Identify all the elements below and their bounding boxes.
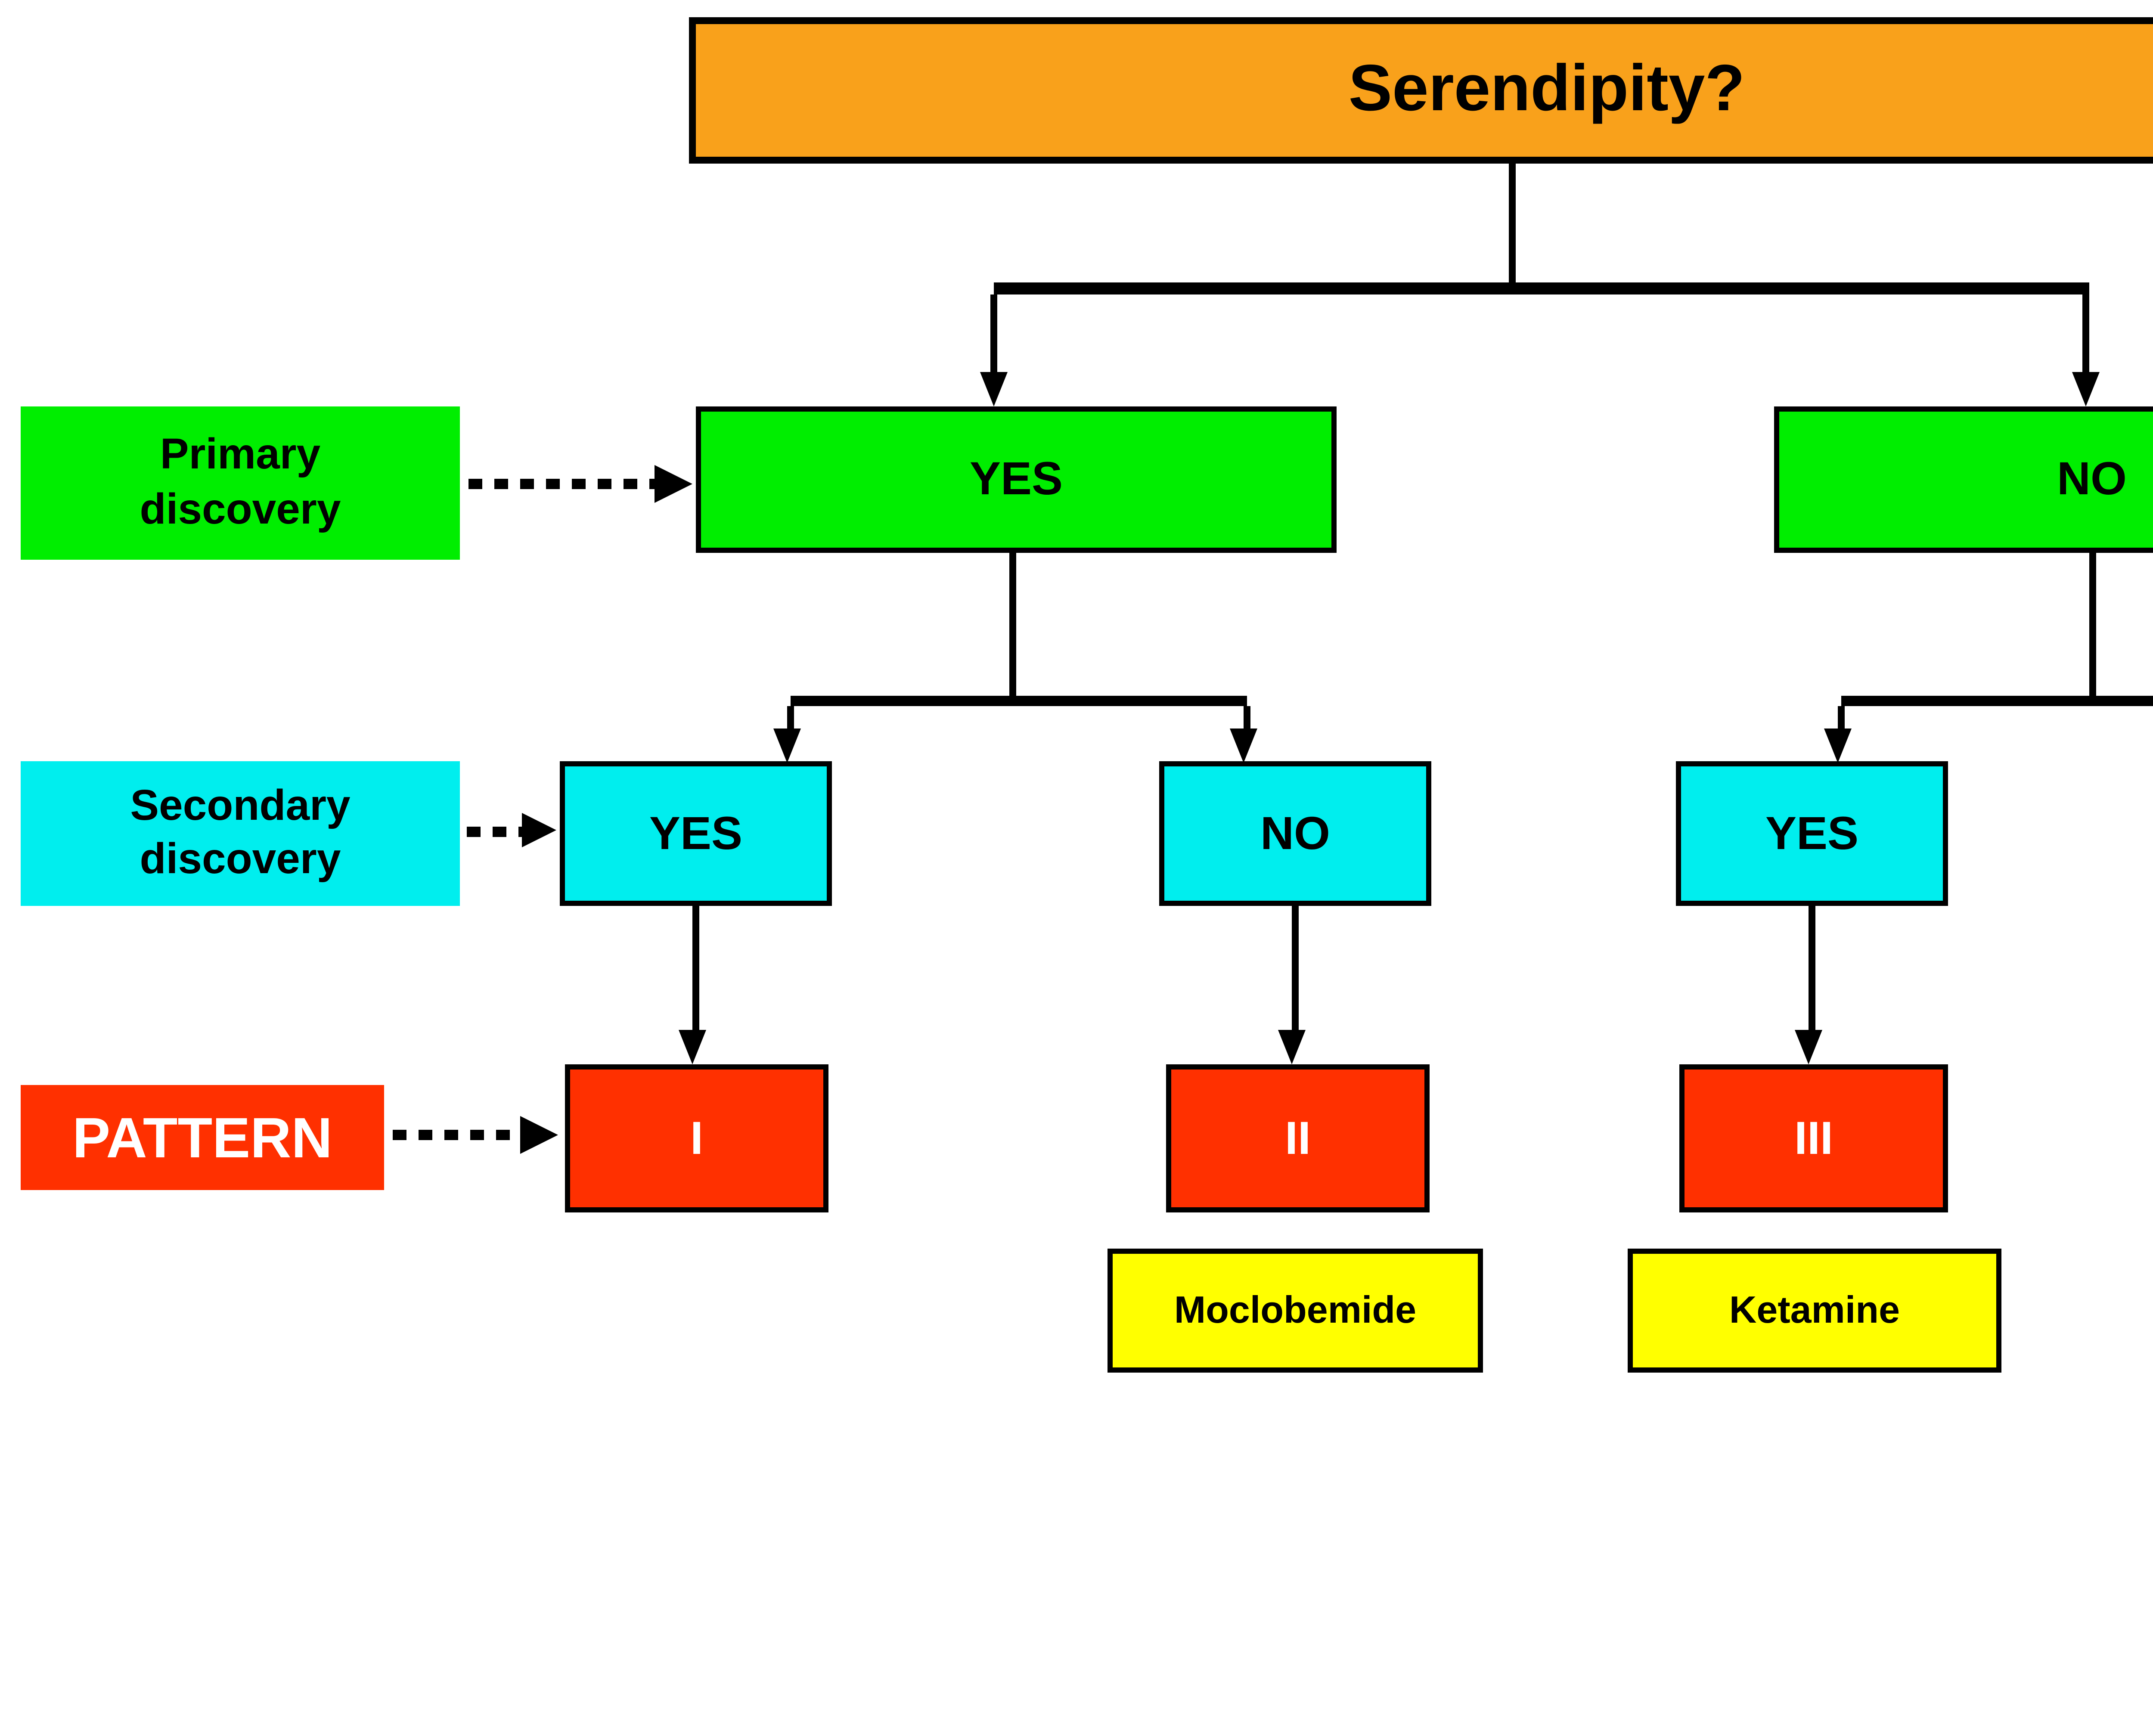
legend-primary-discovery-label: Primary discovery <box>140 431 341 533</box>
drug-box-ketamine: Ketamine <box>1628 1249 2001 1373</box>
arrowhead-to-pattern-iii <box>1795 1030 1822 1064</box>
drug-box-moclobemide: Moclobemide <box>1108 1249 1483 1373</box>
connector-level2-right-bar <box>1841 696 2153 706</box>
node-primary-no-label: NO <box>2057 453 2127 505</box>
arrowhead-to-secondary-yes-right <box>1824 728 1852 763</box>
connector-to-primary-yes <box>990 294 997 375</box>
node-pattern-ii-label: II <box>1284 1112 1311 1163</box>
node-secondary-no-left: NO <box>1159 761 1431 906</box>
legend-pattern-label: PATTERN <box>72 1105 332 1169</box>
node-pattern-iii: III <box>1679 1064 1948 1212</box>
arrowhead-to-primary-no <box>2072 372 2100 406</box>
legend-pattern: PATTERN <box>21 1085 384 1190</box>
connector-primary-yes-stem <box>1009 549 1016 699</box>
connector-to-secondary-yes-right <box>1838 706 1845 732</box>
arrowhead-to-pattern-ii <box>1278 1030 1306 1064</box>
arrowhead-pattern <box>520 1116 558 1154</box>
connector-to-secondary-no-left <box>1244 706 1250 732</box>
connector-to-secondary-yes-left <box>787 706 794 732</box>
node-pattern-iii-label: III <box>1794 1112 1833 1163</box>
node-pattern-i-label: I <box>690 1112 703 1163</box>
connector-primary-no-stem <box>2089 549 2096 699</box>
dotted-arrow-secondary-discovery <box>467 827 529 837</box>
connector-to-pattern-iii <box>1809 906 1815 1033</box>
arrowhead-to-pattern-i <box>679 1030 706 1064</box>
connector-level1-bar <box>994 282 2089 294</box>
node-primary-yes-label: YES <box>969 453 1063 505</box>
connector-root-stem <box>1509 164 1516 294</box>
arrowhead-to-primary-yes <box>980 372 1008 406</box>
connector-to-primary-no <box>2082 294 2089 375</box>
node-serendipity: Serendipity? <box>689 17 2153 164</box>
node-primary-yes: YES <box>696 406 1337 553</box>
node-secondary-yes-left: YES <box>560 761 832 906</box>
drug-box-ketamine-label: Ketamine <box>1729 1288 1900 1331</box>
node-serendipity-label: Serendipity? <box>1348 53 1745 126</box>
node-secondary-yes-left-label: YES <box>649 807 743 859</box>
legend-secondary-discovery: Secondary discovery <box>21 761 460 906</box>
node-primary-no: NO <box>1774 406 2153 553</box>
legend-primary-discovery: Primary discovery <box>21 406 460 560</box>
node-pattern-i: I <box>565 1064 828 1212</box>
node-pattern-ii: II <box>1166 1064 1430 1212</box>
node-secondary-yes-right-label: YES <box>1765 807 1859 859</box>
dotted-arrow-primary-discovery <box>468 479 655 489</box>
arrowhead-to-secondary-no-left <box>1230 728 1257 763</box>
connector-to-pattern-ii <box>1292 906 1299 1033</box>
node-secondary-yes-right: YES <box>1676 761 1948 906</box>
connector-level2-left-bar <box>791 696 1247 706</box>
arrowhead-to-secondary-yes-left <box>773 728 801 763</box>
legend-secondary-discovery-label: Secondary discovery <box>130 781 351 884</box>
node-secondary-no-left-label: NO <box>1260 807 1330 859</box>
connector-to-pattern-i <box>692 906 699 1033</box>
arrowhead-primary-discovery <box>655 465 692 503</box>
dotted-arrow-pattern <box>393 1130 524 1140</box>
arrowhead-secondary-discovery <box>522 813 556 847</box>
drug-box-moclobemide-label: Moclobemide <box>1174 1288 1417 1331</box>
